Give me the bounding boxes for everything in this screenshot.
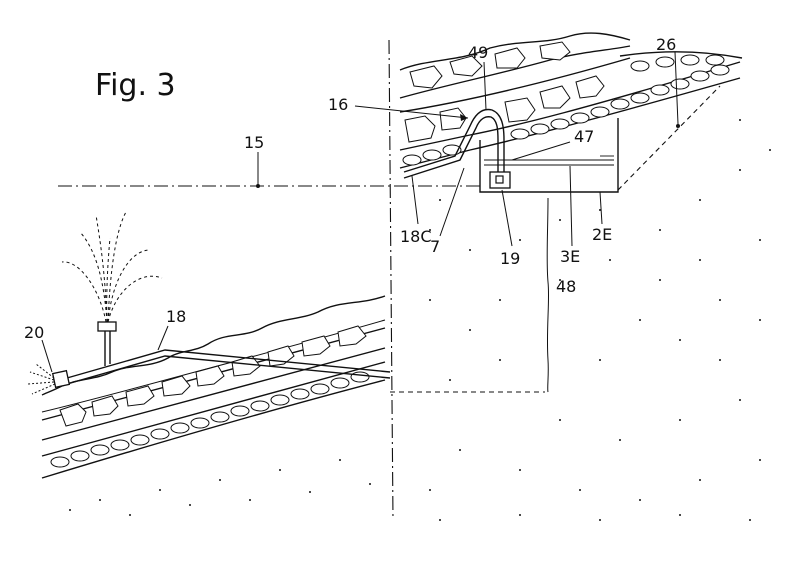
- sprinkler-riser: [61, 211, 163, 366]
- reservoir-2E: [479, 85, 721, 193]
- leader-lines: [41, 51, 679, 373]
- pipe-18: [59, 349, 391, 387]
- rocks-upper: [404, 41, 605, 143]
- upper-slope: [399, 32, 743, 169]
- water-spray: [61, 211, 163, 323]
- label-48: 48: [556, 277, 576, 296]
- label-20: 20: [24, 323, 44, 342]
- cobbles-lower: [50, 371, 370, 468]
- reference-point-15: [256, 184, 260, 188]
- nozzle-20: [27, 363, 71, 395]
- bracket-48: [546, 197, 550, 393]
- lower-slope: [41, 295, 386, 479]
- label-49: 49: [468, 43, 488, 62]
- label-19: 19: [500, 249, 520, 268]
- label-26: 26: [656, 35, 676, 54]
- label-47: 47: [574, 127, 594, 146]
- label-7: 7: [430, 237, 440, 256]
- soil-stipple: [69, 119, 771, 521]
- label-18: 18: [166, 307, 186, 326]
- label-3E: 3E: [560, 247, 580, 266]
- label-15: 15: [244, 133, 264, 152]
- label-16: 16: [328, 95, 348, 114]
- stones-lower-band: [59, 325, 367, 427]
- label-2E: 2E: [592, 225, 612, 244]
- label-18C: 18C: [400, 227, 432, 246]
- section-line: [388, 39, 394, 521]
- siphon-pipe: [403, 108, 511, 189]
- figure-title: Fig. 3: [95, 68, 176, 103]
